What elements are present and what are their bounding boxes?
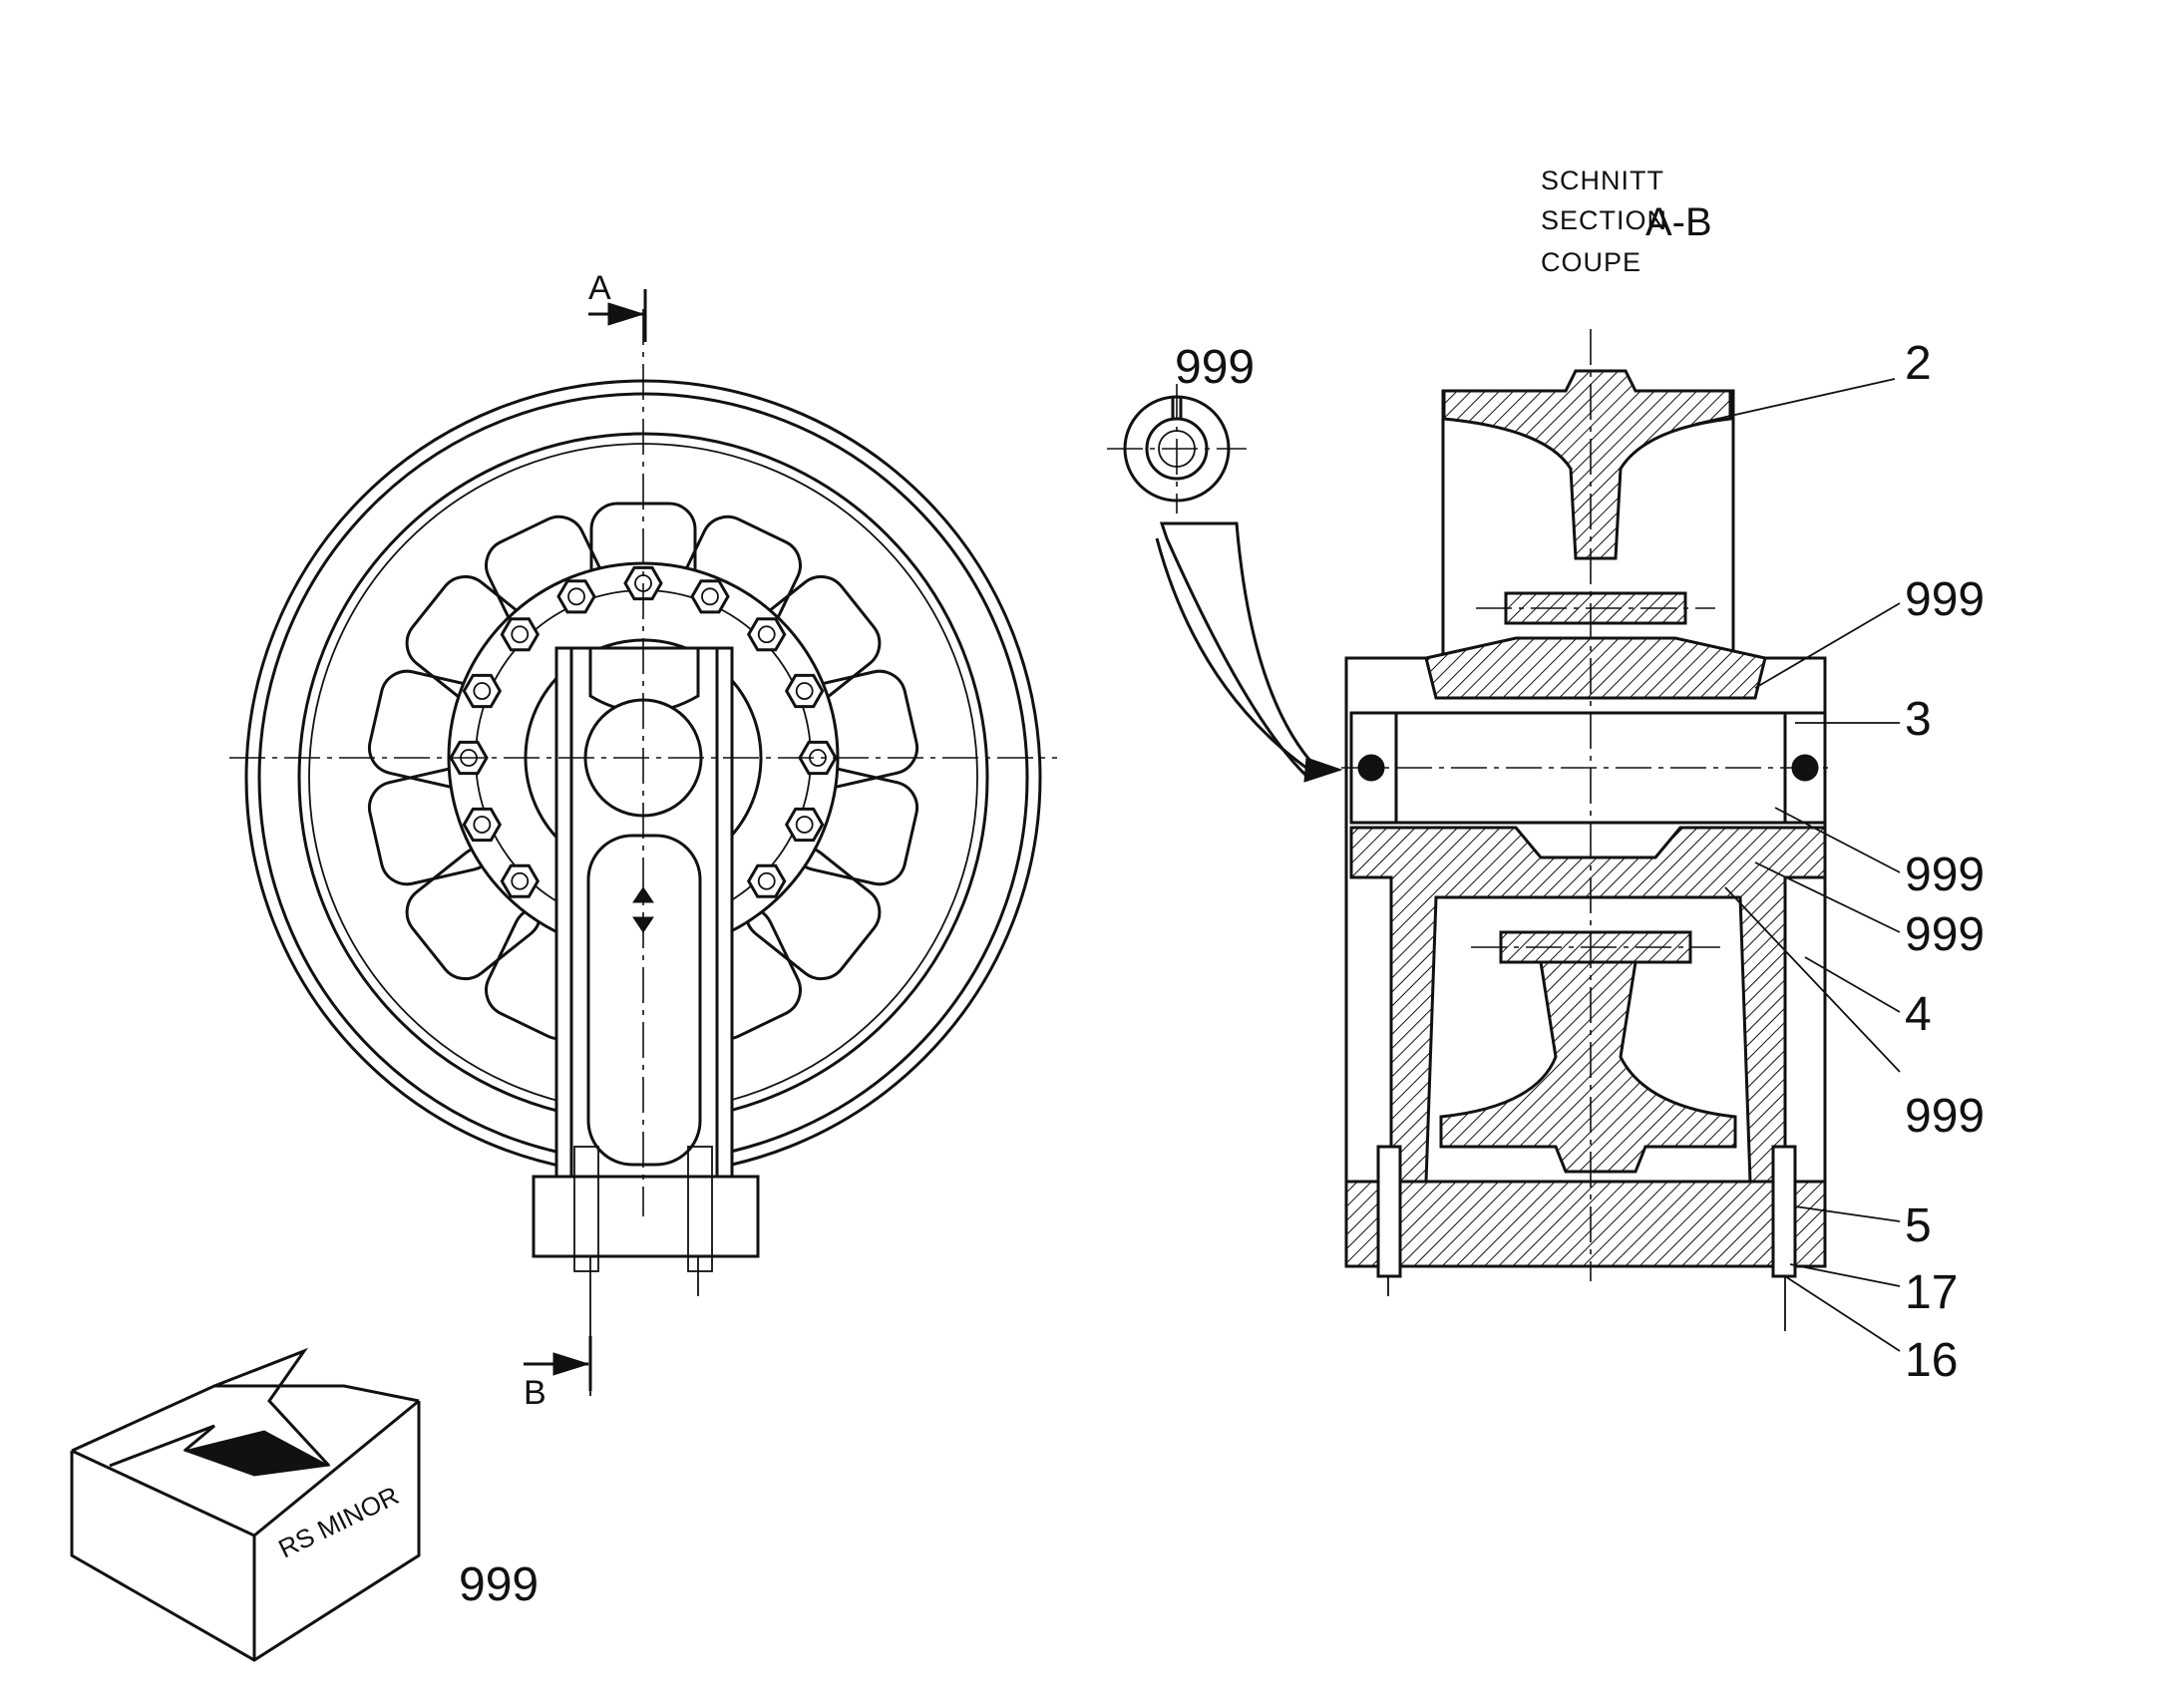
bolt-center bbox=[795, 816, 814, 834]
bolt-head bbox=[500, 863, 541, 898]
upper-rim-section bbox=[1442, 369, 1732, 560]
bolt-head bbox=[690, 579, 730, 614]
bolt-head bbox=[462, 807, 503, 843]
parts-box-icon: RS MINOR bbox=[70, 1347, 421, 1662]
section-title: SCHNITT SECTION A-B COUPE bbox=[1541, 166, 1712, 277]
idler-front-view bbox=[229, 309, 1057, 1396]
label-17: 17 bbox=[1905, 1266, 1958, 1319]
section-letter-a: A bbox=[588, 269, 611, 307]
section-marker-b: B bbox=[524, 1336, 592, 1412]
svg-text:SCHNITT: SCHNITT bbox=[1541, 166, 1664, 195]
section-marker-a: A bbox=[588, 269, 647, 342]
label-2: 2 bbox=[1905, 337, 1932, 390]
label-999-a: 999 bbox=[1905, 573, 1985, 626]
label-5: 5 bbox=[1905, 1199, 1932, 1252]
bolt-center bbox=[511, 871, 530, 890]
bolt-center bbox=[795, 682, 814, 700]
bolt-center bbox=[473, 682, 492, 700]
svg-text:SECTION: SECTION bbox=[1541, 205, 1667, 235]
bolt-head bbox=[462, 673, 503, 709]
bolt-center bbox=[473, 816, 492, 834]
seal-detail bbox=[1107, 384, 1343, 783]
label-16: 16 bbox=[1905, 1334, 1958, 1387]
label-999-d: 999 bbox=[1905, 1090, 1985, 1143]
bolt-head bbox=[746, 863, 787, 898]
bolt-head bbox=[784, 807, 825, 843]
lower-rim-section bbox=[1439, 935, 1737, 1174]
bolt-head bbox=[746, 617, 787, 652]
bracket-slot bbox=[586, 834, 702, 1167]
bolt-head bbox=[784, 673, 825, 709]
svg-text:A-B: A-B bbox=[1645, 200, 1712, 244]
label-4: 4 bbox=[1905, 988, 1932, 1041]
label-detail-999: 999 bbox=[1175, 341, 1255, 394]
bolt-head bbox=[500, 617, 541, 652]
mounting-base bbox=[532, 1175, 760, 1258]
section-view bbox=[1341, 329, 1835, 1331]
leader-lines bbox=[1694, 378, 1901, 1352]
detail-arrow bbox=[1303, 757, 1343, 783]
bolt-center bbox=[757, 625, 776, 644]
label-3: 3 bbox=[1905, 693, 1932, 746]
section-letter-b: B bbox=[524, 1374, 546, 1412]
part-labels: 999 2 999 3 999 999 4 999 5 17 16 999 bbox=[459, 337, 1985, 1611]
label-999-c: 999 bbox=[1905, 908, 1985, 961]
bolt-center bbox=[757, 871, 776, 890]
bolt-center bbox=[511, 625, 530, 644]
svg-text:COUPE: COUPE bbox=[1541, 247, 1641, 277]
label-kit-999: 999 bbox=[459, 1558, 539, 1611]
bolt-center bbox=[701, 587, 719, 606]
base-section bbox=[1344, 1180, 1827, 1268]
label-999-b: 999 bbox=[1905, 849, 1985, 901]
bolt-center bbox=[567, 587, 585, 606]
bolt-head bbox=[556, 579, 596, 614]
